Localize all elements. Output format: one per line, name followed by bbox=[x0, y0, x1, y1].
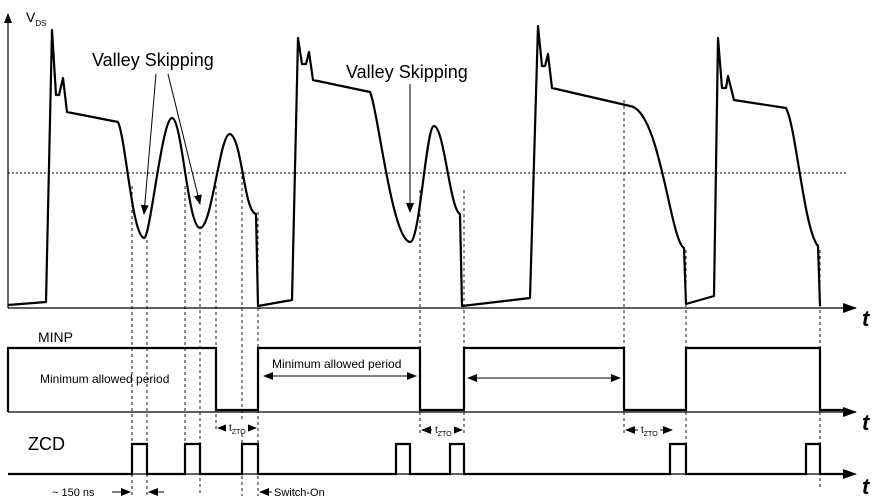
tzto-label-3: tZTO bbox=[638, 423, 660, 438]
vds-waveform bbox=[7, 24, 822, 308]
t-axis-label-3: t bbox=[862, 474, 871, 499]
switch-on-label: Switch-On bbox=[274, 487, 325, 499]
min-period-label-2: Minimum allowed period bbox=[272, 357, 401, 371]
minp-label: MINP bbox=[38, 329, 73, 345]
valley-skipping-label-2: Valley Skipping bbox=[346, 62, 468, 82]
svg-text:tZTO: tZTO bbox=[229, 423, 246, 436]
min-period-label-1: Minimum allowed period bbox=[40, 372, 169, 386]
valley-skipping-label-1: Valley Skipping bbox=[92, 50, 214, 70]
valley-arrow-2 bbox=[167, 73, 202, 205]
svg-text:tZTO: tZTO bbox=[641, 425, 658, 438]
tzto-label-2: tZTO bbox=[432, 423, 454, 438]
svg-text:tZTO: tZTO bbox=[435, 425, 452, 438]
valley-arrow-1 bbox=[140, 73, 157, 215]
tzto-label-1: tZTO bbox=[226, 421, 248, 436]
t-axis-label-1: t bbox=[862, 306, 871, 331]
zcd-label: ZCD bbox=[28, 434, 65, 454]
vds-label: VDS bbox=[26, 9, 46, 28]
t-axis-label-2: t bbox=[862, 410, 871, 435]
ns150-label: ~ 150 ns bbox=[52, 487, 95, 499]
minp-waveform bbox=[6, 346, 848, 412]
zcd-waveform bbox=[8, 442, 848, 476]
